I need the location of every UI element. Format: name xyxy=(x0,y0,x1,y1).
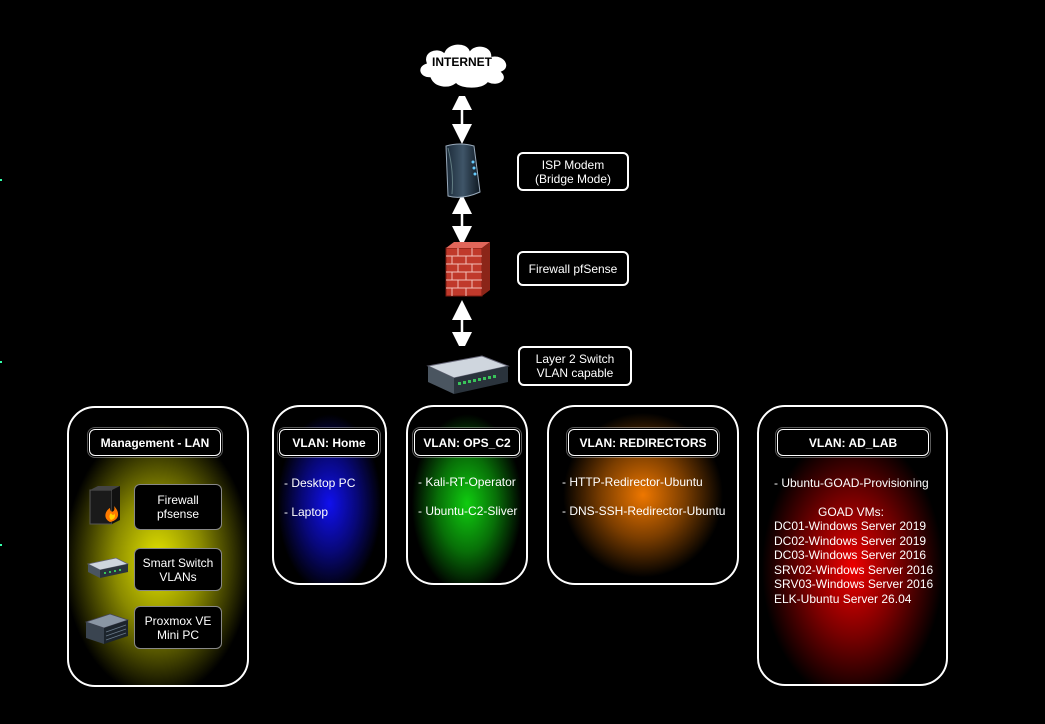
internet-cloud: INTERNET xyxy=(412,38,516,90)
mgmt-item-firewall-line1: Firewall xyxy=(157,493,199,507)
firewall-brick-icon xyxy=(445,242,490,297)
switch-label-box: Layer 2 Switch VLAN capable xyxy=(518,346,632,386)
home-item-laptop: - Laptop xyxy=(284,505,329,519)
firewall-label-box: Firewall pfSense xyxy=(517,251,629,286)
redirector-item-http: - HTTP-Redirector-Ubuntu xyxy=(562,475,703,489)
mgmt-item-proxmox-line1: Proxmox VE xyxy=(144,613,212,628)
home-item-desktop: - Desktop PC xyxy=(284,476,356,490)
ad-lab-vm: ELK-Ubuntu Server 26.04 xyxy=(774,591,912,606)
mgmt-item-smart-switch: Smart Switch VLANs xyxy=(134,548,222,591)
mgmt-item-switch-line2: VLANs xyxy=(159,569,197,584)
mgmt-item-proxmox: Proxmox VE Mini PC xyxy=(134,606,222,649)
mgmt-item-switch-line1: Smart Switch xyxy=(142,555,214,570)
proxmox-server-icon xyxy=(84,613,130,644)
mgmt-item-firewall: Firewall pfsense xyxy=(134,484,222,530)
ops-item-sliver: - Ubuntu-C2-Sliver xyxy=(418,504,518,518)
switch-label-line1: Layer 2 Switch xyxy=(535,352,615,366)
modem-label-box: ISP Modem (Bridge Mode) xyxy=(517,152,629,191)
edge-marker xyxy=(0,361,2,363)
modem-label-line2: (Bridge Mode) xyxy=(534,171,612,186)
firewall-server-icon xyxy=(89,486,120,525)
edge-marker xyxy=(0,179,2,181)
modem-label-line1: ISP Modem xyxy=(541,157,605,172)
cloud-icon xyxy=(418,43,508,90)
modem-icon xyxy=(445,143,481,198)
zone-ops-c2-title: VLAN: OPS_C2 xyxy=(414,429,520,456)
mgmt-item-firewall-line2: pfsense xyxy=(156,507,200,521)
zone-redirectors-title: VLAN: REDIRECTORS xyxy=(568,429,718,456)
zone-ad-lab-title: VLAN: AD_LAB xyxy=(777,429,929,456)
switch-label-line2: VLAN capable xyxy=(536,366,614,380)
ad-lab-vm: SRV02-Windows Server 2016 xyxy=(774,562,934,577)
uplink-arrows xyxy=(452,96,472,346)
internet-label: INTERNET xyxy=(432,55,492,69)
ad-lab-provisioning: - Ubuntu-GOAD-Provisioning xyxy=(774,476,929,490)
firewall-label: Firewall pfSense xyxy=(528,261,618,276)
ad-lab-vm: DC02-Windows Server 2019 xyxy=(774,533,927,548)
mgmt-item-proxmox-line2: Mini PC xyxy=(156,627,199,642)
ops-item-kali: - Kali-RT-Operator xyxy=(418,475,516,489)
ad-lab-vms-heading: GOAD VMs: xyxy=(818,505,885,519)
zone-management-title: Management - LAN xyxy=(89,429,221,456)
smart-switch-icon xyxy=(86,557,130,578)
redirector-item-dns-ssh: - DNS-SSH-Redirector-Ubuntu xyxy=(562,504,726,518)
ad-lab-vm-list: DC01-Windows Server 2019 DC02-Windows Se… xyxy=(774,519,933,606)
switch-icon xyxy=(426,355,510,394)
zone-home-title: VLAN: Home xyxy=(279,429,379,456)
ad-lab-vm: DC01-Windows Server 2019 xyxy=(774,519,927,533)
ad-lab-vm: SRV03-Windows Server 2016 xyxy=(774,577,934,591)
edge-marker xyxy=(0,544,2,546)
ad-lab-vm: DC03-Windows Server 2016 xyxy=(774,548,927,562)
